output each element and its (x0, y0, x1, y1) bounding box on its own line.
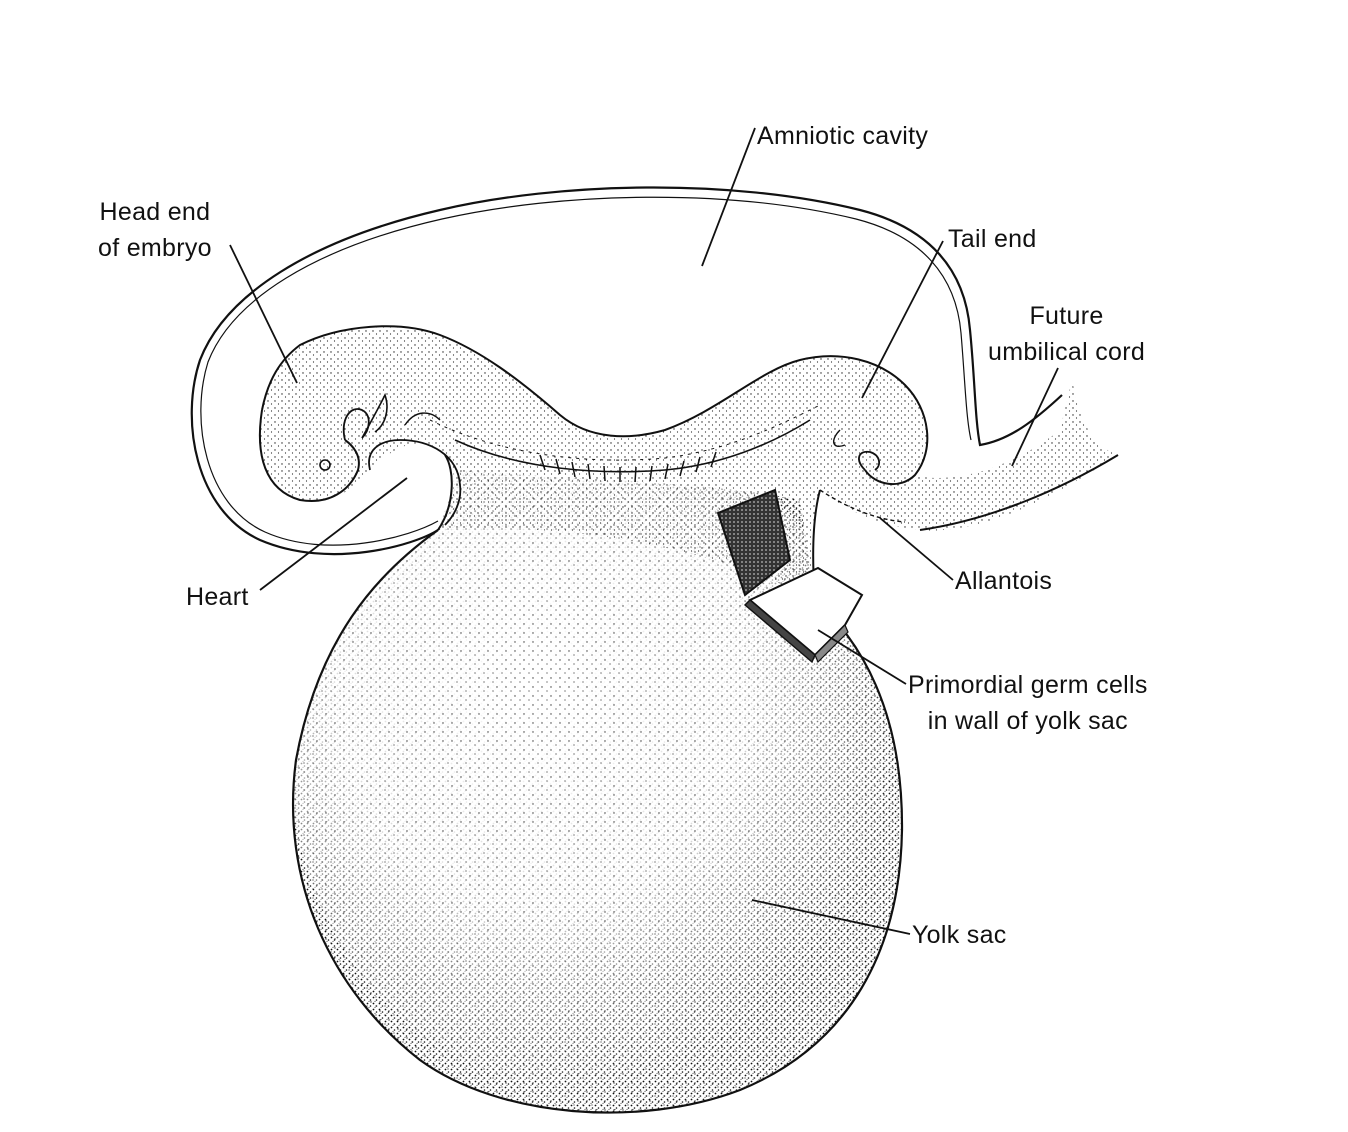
leader-lines (229, 127, 1059, 935)
somites (539, 451, 717, 483)
label-yolk-sac: Yolk sac (912, 921, 1007, 949)
germ-cell-cutout (716, 488, 864, 664)
embryo-body (258, 325, 1118, 600)
label-tail-end: Tail end (948, 225, 1037, 253)
label-head-end: Head end of embryo (98, 198, 212, 262)
label-allantois: Allantois (955, 567, 1053, 595)
amnion-membrane (190, 186, 1063, 556)
label-umbilical-cord: Future umbilical cord (988, 302, 1146, 366)
label-heart: Heart (186, 583, 249, 611)
label-amniotic-cavity: Amniotic cavity (757, 122, 929, 150)
label-germ-cells: Primordial germ cells in wall of yolk sa… (908, 671, 1148, 735)
